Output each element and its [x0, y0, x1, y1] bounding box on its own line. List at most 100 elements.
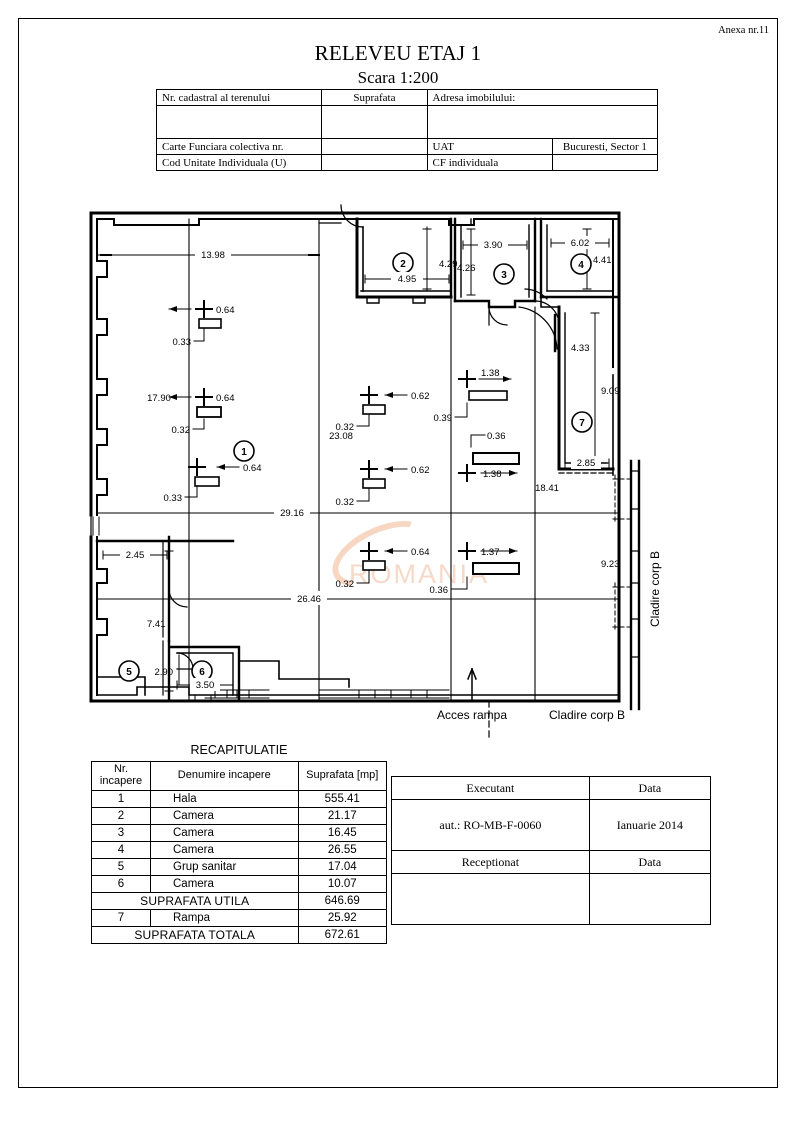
value-cf-collective[interactable] [321, 138, 428, 155]
table-row [155, 105, 659, 139]
room-marker-4: 4 [578, 260, 584, 271]
value-receptionat[interactable] [391, 873, 590, 925]
annex-number: Anexa nr.11 [718, 25, 769, 36]
dim-col-h-h: 0.36 [487, 431, 506, 442]
label-land-cadastral-number: Nr. cadastral al terenului [155, 89, 323, 106]
header-data: Data [588, 776, 712, 800]
dim-3-50: 3.50 [196, 680, 215, 691]
recapitulatie-title: RECAPITULATIE [190, 743, 288, 757]
table-row: 6 Camera 10.07 [91, 875, 387, 893]
value-cf-individual[interactable] [551, 154, 659, 171]
room-marker-7: 7 [579, 418, 585, 429]
dim-4-26: 4.26 [457, 263, 476, 274]
value-property-address[interactable] [426, 105, 659, 139]
label-suprafata-totala: SUPRAFATA TOTALA [91, 926, 299, 944]
value-suprafata-totala: 672.61 [297, 926, 387, 944]
value-executant-authorization: aut.: RO-MB-F-0060 [391, 799, 590, 851]
dim-col-b-h: 0.32 [172, 425, 191, 436]
label-suprafata-utila: SUPRAFATA UTILA [91, 892, 299, 910]
table-row: 5 Grup sanitar 17.04 [91, 858, 387, 876]
dim-9-23: 9.23 [601, 559, 620, 570]
room-marker-6: 6 [199, 667, 205, 678]
value-date-2[interactable] [588, 873, 712, 925]
cell-room-area: 21.17 [297, 807, 387, 825]
scale-label: Scara 1:200 [357, 68, 439, 87]
dim-7-41: 7.41 [147, 619, 166, 630]
header-data-2: Data [588, 850, 712, 874]
label-cf-collective: Carte Funciara colectiva nr. [155, 138, 323, 155]
dim-26-46: 26.46 [297, 594, 321, 605]
table-row: 3 Camera 16.45 [91, 824, 387, 842]
dim-col-d-w: 0.62 [411, 391, 430, 402]
dim-col-g-w: 1.38 [481, 368, 500, 379]
dim-2-85: 2.85 [577, 458, 596, 469]
recapitulatie-table: Nr. incapere Denumire incapere Suprafata… [91, 761, 387, 944]
table-row: 1 Hala 555.41 [91, 790, 387, 808]
dim-col-d-h: 0.32 [336, 422, 355, 433]
value-individual-unit-code[interactable] [321, 154, 428, 171]
header-room-number: Nr. incapere [91, 761, 151, 791]
cell-room-number: 1 [91, 790, 151, 808]
dim-col-i-h: 0.36 [430, 585, 449, 596]
dim-3-90: 3.90 [484, 240, 503, 251]
table-header-row: Executant Data [391, 776, 712, 800]
header-room-area: Suprafata [mp] [297, 761, 387, 791]
value-suprafata-utila: 646.69 [297, 892, 387, 910]
page-title: RELEVEU ETAJ 1 [314, 41, 482, 65]
table-row-subtotal: SUPRAFATA UTILA 646.69 [91, 892, 387, 910]
cell-room-number: 6 [91, 875, 151, 893]
table-row: 4 Camera 26.55 [91, 841, 387, 859]
cell-room-area: 17.04 [297, 858, 387, 876]
room-marker-2: 2 [400, 259, 406, 270]
header-room-number-line1: Nr. [113, 763, 129, 776]
value-date: Ianuarie 2014 [588, 799, 712, 851]
table-row: 2 Camera 21.17 [91, 807, 387, 825]
dim-4-95: 4.95 [398, 274, 417, 285]
cell-room-name: Camera [150, 824, 299, 842]
room-marker-5: 5 [126, 667, 132, 678]
cell-room-name: Camera [150, 841, 299, 859]
table-row: aut.: RO-MB-F-0060 Ianuarie 2014 [391, 799, 712, 851]
dim-col-c-h: 0.33 [164, 493, 183, 504]
table-row: Carte Funciara colectiva nr. UAT Bucures… [155, 138, 659, 155]
dim-9-09: 9.09 [601, 386, 620, 397]
dim-col-f-h: 0.32 [336, 579, 355, 590]
dim-4-29: 4.29 [439, 259, 458, 270]
cell-room-area: 25.92 [297, 909, 387, 927]
room-marker-3: 3 [501, 270, 507, 281]
dim-col-b-w: 0.64 [216, 393, 235, 404]
document-page: Anexa nr.11 RELEVEU ETAJ 1 Scara 1:200 N… [18, 18, 778, 1088]
table-row [391, 873, 712, 925]
label-acces-rampa: Acces rampa [437, 708, 507, 722]
executant-table: Executant Data aut.: RO-MB-F-0060 Ianuar… [391, 776, 712, 925]
dim-col-a-h: 0.33 [173, 337, 192, 348]
header-room-name: Denumire incapere [150, 761, 299, 791]
header-receptionat: Receptionat [391, 850, 590, 874]
dim-18-41: 18.41 [535, 483, 559, 494]
cell-room-name: Rampa [150, 909, 299, 927]
dim-col-e-h: 0.32 [336, 497, 355, 508]
dim-2-45: 2.45 [126, 550, 145, 561]
cell-room-name: Camera [150, 807, 299, 825]
label-individual-unit-code: Cod Unitate Individuala (U) [155, 154, 323, 171]
cell-room-area: 26.55 [297, 841, 387, 859]
label-cladire-corp-b-right: Cladire corp B [648, 551, 662, 627]
label-uat: UAT [426, 138, 553, 155]
dim-col-a-w: 0.64 [216, 305, 235, 316]
cell-room-number: 4 [91, 841, 151, 859]
table-header-row: Receptionat Data [391, 850, 712, 874]
value-land-cadastral-number[interactable] [155, 105, 323, 139]
cell-room-area: 555.41 [297, 790, 387, 808]
value-area[interactable] [321, 105, 428, 139]
floor-plan-drawing: 1 2 3 4 5 6 7 13.98 17.90 23.08 29.16 26… [19, 179, 779, 739]
dim-4-41: 4.41 [593, 255, 612, 266]
header-room-number-line2: incapere [99, 775, 143, 787]
room-marker-1: 1 [241, 447, 247, 458]
dim-2-90: 2.90 [155, 667, 174, 678]
table-row: Nr. cadastral al terenului Suprafata Adr… [155, 89, 659, 106]
dim-29-16: 29.16 [280, 508, 304, 519]
dim-6-02: 6.02 [571, 238, 590, 249]
dim-col-f-w: 0.64 [411, 547, 430, 558]
cell-room-number: 7 [91, 909, 151, 927]
cadastral-table: Nr. cadastral al terenului Suprafata Adr… [155, 89, 659, 171]
